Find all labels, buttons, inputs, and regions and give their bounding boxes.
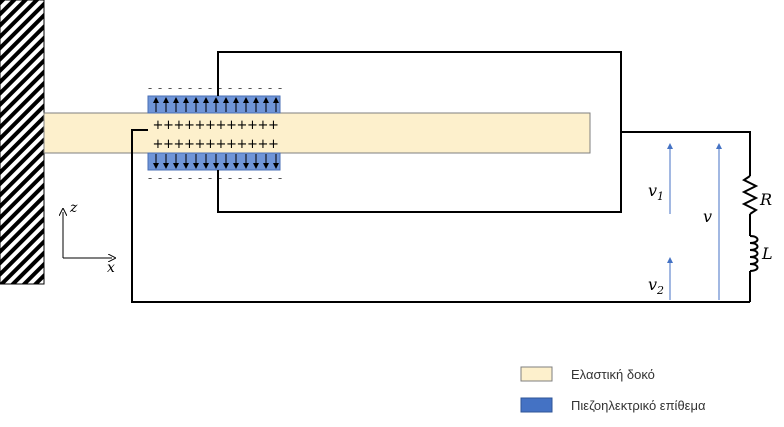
wire-top-circuit (621, 131, 751, 176)
negative-charge: - (178, 171, 182, 185)
elastic-beam (43, 112, 591, 154)
label-v1: v1 (648, 181, 664, 203)
positive-charge: + (184, 118, 195, 133)
label-v2: v2 (648, 275, 664, 297)
negative-charge: - (198, 171, 202, 185)
positive-charge: + (268, 137, 279, 152)
positive-charge: + (163, 118, 174, 133)
negative-charge: - (178, 81, 182, 95)
negative-charge: - (168, 171, 172, 185)
negative-charge: - (248, 171, 252, 185)
negative-charge: - (228, 171, 232, 185)
negative-charge: - (258, 81, 262, 95)
negative-charge: - (258, 171, 262, 185)
positive-charge: + (237, 118, 248, 133)
positive-charge: + (247, 137, 258, 152)
wire-inner-electrode (131, 129, 750, 303)
negative-charge: - (238, 171, 242, 185)
positive-charge: + (163, 137, 174, 152)
positive-charge: + (258, 137, 269, 152)
positive-charges-row1: ++++++++++++ (153, 118, 279, 133)
negative-charge: - (208, 171, 212, 185)
negative-charge: - (218, 81, 222, 95)
resistor (741, 175, 759, 215)
negative-charge: - (218, 171, 222, 185)
positive-charge: + (205, 118, 216, 133)
positive-charge: + (195, 137, 206, 152)
negative-charge: - (228, 81, 232, 95)
negative-charge: - (188, 81, 192, 95)
negative-charge: - (238, 81, 242, 95)
positive-charge: + (205, 137, 216, 152)
negative-charges-top: -------------- (148, 81, 282, 95)
positive-charge: + (237, 137, 248, 152)
positive-charge: + (153, 137, 164, 152)
negative-charge: - (168, 81, 172, 95)
positive-charge: + (216, 118, 227, 133)
negative-charges-bottom: -------------- (148, 171, 282, 185)
negative-charge: - (278, 171, 282, 185)
positive-charge: + (268, 118, 279, 133)
legend-label-beam: Ελαστική δοκό (571, 367, 655, 382)
negative-charge: - (158, 171, 162, 185)
negative-charge: - (248, 81, 252, 95)
positive-charge: + (184, 137, 195, 152)
positive-charge: + (174, 137, 185, 152)
piezo-patch-bottom (147, 152, 281, 171)
negative-charge: - (278, 81, 282, 95)
label-L: L (761, 244, 773, 263)
positive-charge: + (153, 118, 164, 133)
legend-label-patch: Πιεζοηλεκτρικό επίθεμα (571, 398, 706, 413)
negative-charge: - (148, 81, 152, 95)
positive-charge: + (226, 118, 237, 133)
negative-charge: - (198, 81, 202, 95)
label-axis-z: z (69, 200, 78, 216)
positive-charge: + (247, 118, 258, 133)
positive-charge: + (226, 137, 237, 152)
negative-charge: - (148, 171, 152, 185)
positive-charge: + (258, 118, 269, 133)
positive-charge: + (216, 137, 227, 152)
polarization-arrows-bottom (153, 154, 279, 169)
label-axis-x: x (107, 260, 115, 276)
negative-charge: - (158, 81, 162, 95)
legend-swatch-patch (520, 397, 553, 413)
negative-charge: - (268, 81, 272, 95)
positive-charge: + (195, 118, 206, 133)
negative-charge: - (268, 171, 272, 185)
inductor (749, 235, 759, 272)
polarization-arrows-top (153, 97, 279, 112)
legend-swatch-beam (520, 366, 553, 382)
label-R: R (759, 190, 772, 209)
piezo-patch-top (147, 95, 281, 114)
positive-charges-row2: ++++++++++++ (153, 137, 279, 152)
label-v: v (703, 207, 712, 226)
negative-charge: - (188, 171, 192, 185)
clamped-wall (0, 0, 45, 285)
negative-charge: - (208, 81, 212, 95)
positive-charge: + (174, 118, 185, 133)
